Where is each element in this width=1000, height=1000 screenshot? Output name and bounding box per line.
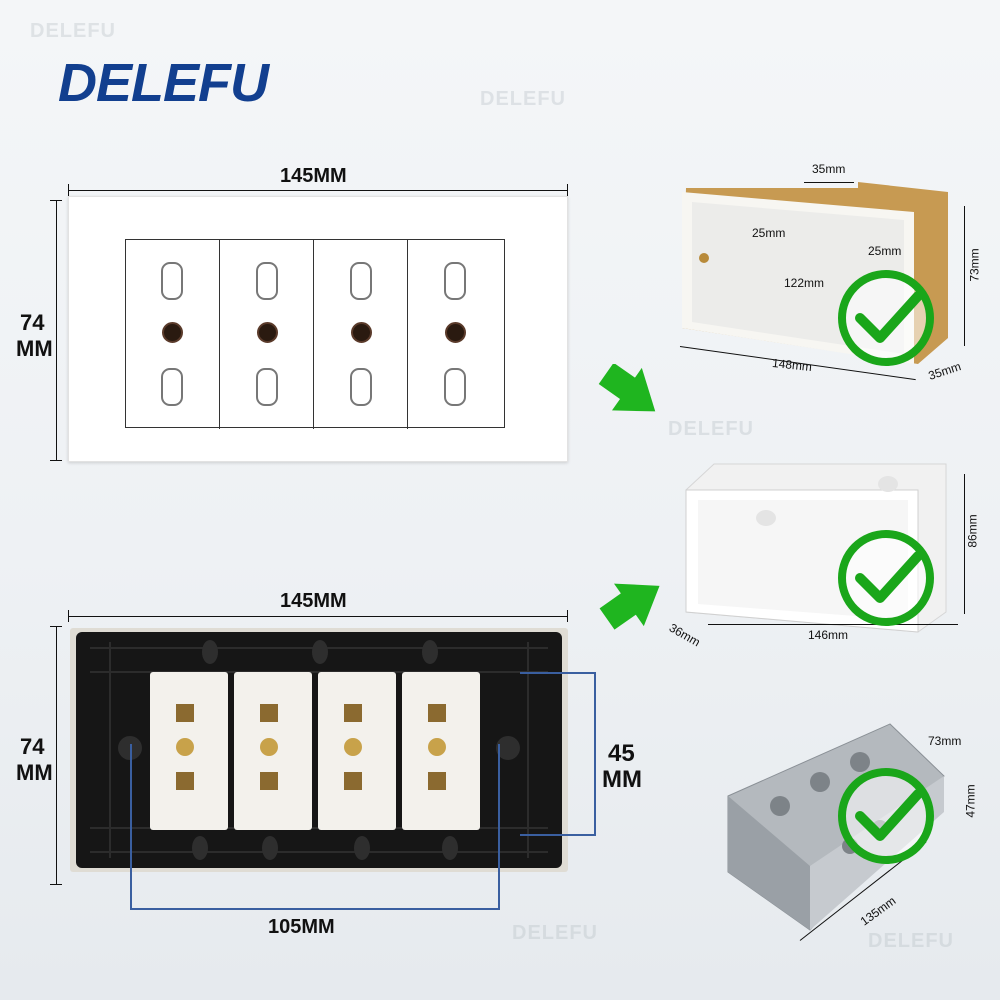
gold-box-inner-span: 122mm	[784, 276, 825, 290]
terminal-screw-bottom	[260, 772, 278, 790]
terminal-screw-mid	[428, 738, 446, 756]
socket-hole-bottom	[350, 368, 372, 406]
socket-frame	[125, 239, 505, 429]
arrow-right-icon	[598, 364, 656, 412]
watermark: DELEFU	[30, 20, 116, 42]
terminal-screw-top	[260, 704, 278, 722]
checkmark-icon	[838, 270, 934, 366]
socket-hole-top	[350, 262, 372, 300]
terminal-screw-mid	[176, 738, 194, 756]
socket-module	[125, 240, 217, 429]
gold-box-hole-left: 25mm	[752, 226, 786, 240]
front-height-label-number: 74	[20, 310, 45, 335]
dimension-tick	[68, 184, 69, 196]
terminal-module	[402, 672, 480, 830]
back-height-label-number: 74	[20, 734, 45, 759]
metal-box-height: 47mm	[963, 784, 978, 818]
inner-height-label-unit: MM	[602, 766, 642, 793]
socket-ground	[257, 322, 278, 343]
hole-spacing-label: 105MM	[268, 916, 335, 938]
terminal-module	[318, 672, 396, 830]
white-height-dim-line	[964, 474, 965, 614]
dimension-tick	[68, 610, 69, 622]
dimension-tick	[50, 460, 62, 461]
socket-module	[313, 240, 406, 429]
terminal-module	[150, 672, 228, 830]
front-width-dimension-line	[68, 190, 568, 191]
dimension-tick	[50, 200, 62, 201]
socket-ground	[162, 322, 183, 343]
terminal-screw-top	[428, 704, 446, 722]
terminal-module	[234, 672, 312, 830]
socket-hole-bottom	[444, 368, 466, 406]
checkmark-icon	[838, 768, 934, 864]
arrow-right-icon	[599, 583, 660, 630]
socket-module	[407, 240, 500, 429]
socket-hole-top	[161, 262, 183, 300]
brand-logo: DELEFU	[58, 53, 269, 113]
inner-height-label-number: 45	[608, 740, 635, 767]
white-box-width: 146mm	[808, 628, 849, 642]
front-height-label-unit: MM	[16, 336, 53, 361]
socket-hole-bottom	[161, 368, 183, 406]
watermark: DELEFU	[868, 930, 954, 952]
white-width-dim-line	[708, 624, 958, 625]
gold-box-top-width: 35mm	[812, 162, 846, 176]
socket-hole-top	[444, 262, 466, 300]
terminal-screw-top	[176, 704, 194, 722]
socket-ground	[351, 322, 372, 343]
checkmark-icon	[838, 530, 934, 626]
watermark: DELEFU	[512, 922, 598, 944]
terminal-screw-mid	[344, 738, 362, 756]
terminal-screw-bottom	[344, 772, 362, 790]
socket-hole-top	[256, 262, 278, 300]
socket-hole-bottom	[256, 368, 278, 406]
socket-ground	[445, 322, 466, 343]
back-width-label: 145MM	[280, 590, 347, 612]
back-socket-plate	[70, 628, 568, 872]
front-height-dimension-line	[56, 200, 57, 460]
metal-box-height-top: 73mm	[928, 734, 962, 748]
terminal-screw-top	[344, 704, 362, 722]
back-height-label-unit: MM	[16, 760, 53, 785]
dimension-tick	[567, 184, 568, 196]
gold-box-hole-right: 25mm	[868, 244, 902, 258]
gold-top-dim-line	[804, 182, 854, 183]
back-height-dimension-line	[56, 626, 57, 884]
terminal-screw-mid	[260, 738, 278, 756]
socket-module	[219, 240, 312, 429]
front-width-label: 145MM	[280, 165, 347, 187]
terminal-screw-bottom	[176, 772, 194, 790]
dimension-tick	[50, 626, 62, 627]
back-width-dimension-line	[68, 616, 568, 617]
front-socket-plate	[68, 196, 568, 462]
watermark: DELEFU	[480, 88, 566, 110]
white-box-height: 86mm	[965, 514, 980, 548]
gold-height-dim-line	[964, 206, 965, 346]
hole-spacing-bracket	[130, 744, 500, 910]
watermark: DELEFU	[668, 418, 754, 440]
gold-box-height: 73mm	[967, 248, 982, 282]
dimension-tick	[567, 610, 568, 622]
inner-height-bracket	[520, 672, 596, 836]
dimension-tick	[50, 884, 62, 885]
terminal-screw-bottom	[428, 772, 446, 790]
